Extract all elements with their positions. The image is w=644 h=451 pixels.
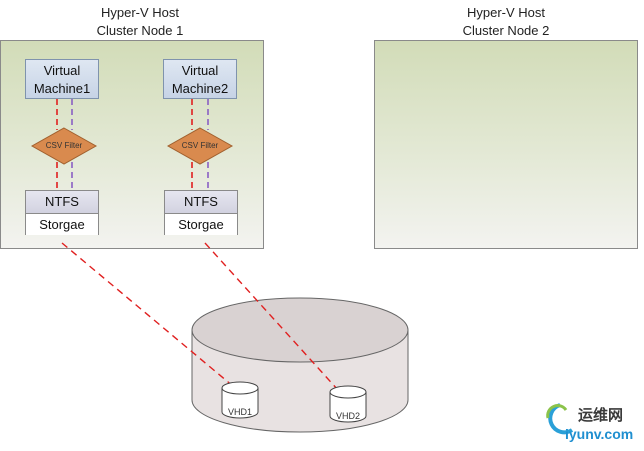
csv-filter-1-label: CSV Filter [45,141,83,150]
storage2-to-vhd2-path [204,242,339,391]
csv-filter-2-label: CSV Filter [181,141,219,150]
node1-title-line1: Hyper-V Host [100,5,180,20]
csv-filter-2-diamond [166,127,234,165]
cylinder-top [191,297,409,363]
vm2-line2: Machine2 [171,81,229,96]
ntfs-label-1: NTFS [26,191,98,214]
ntfs-storage-stack-1: NTFS Storgae [25,190,99,235]
watermark-logo-icon [546,403,574,435]
node2-title-line1: Hyper-V Host [466,5,546,20]
ntfs-label-2: NTFS [165,191,237,214]
vhd1-disk [221,381,259,419]
vm1-line2: Machine1 [33,81,91,96]
vhd2-label: VHD2 [335,411,360,421]
node2-title-line2: Cluster Node 2 [462,23,550,38]
node2-title: Hyper-V Host Cluster Node 2 [426,4,586,40]
vm2-line1: Virtual [181,63,219,78]
watermark-url-text: iyunv.com [565,426,634,442]
virtual-machine-1: Virtual Machine1 [25,59,99,99]
cluster-node-2-box [374,40,638,249]
storage-label-1: Storgae [26,214,98,235]
node1-title: Hyper-V Host Cluster Node 1 [60,4,220,40]
watermark-cn-text: 运维网 [578,406,624,424]
node1-title-line2: Cluster Node 1 [96,23,184,38]
vhd1-label: VHD1 [227,407,252,417]
csv-filter-1-diamond [30,127,98,165]
vm1-line1: Virtual [43,63,81,78]
vhd2-disk [329,385,367,423]
storage1-to-vhd1-path [61,242,241,393]
virtual-machine-2: Virtual Machine2 [163,59,237,99]
ntfs-storage-stack-2: NTFS Storgae [164,190,238,235]
storage-label-2: Storgae [165,214,237,235]
